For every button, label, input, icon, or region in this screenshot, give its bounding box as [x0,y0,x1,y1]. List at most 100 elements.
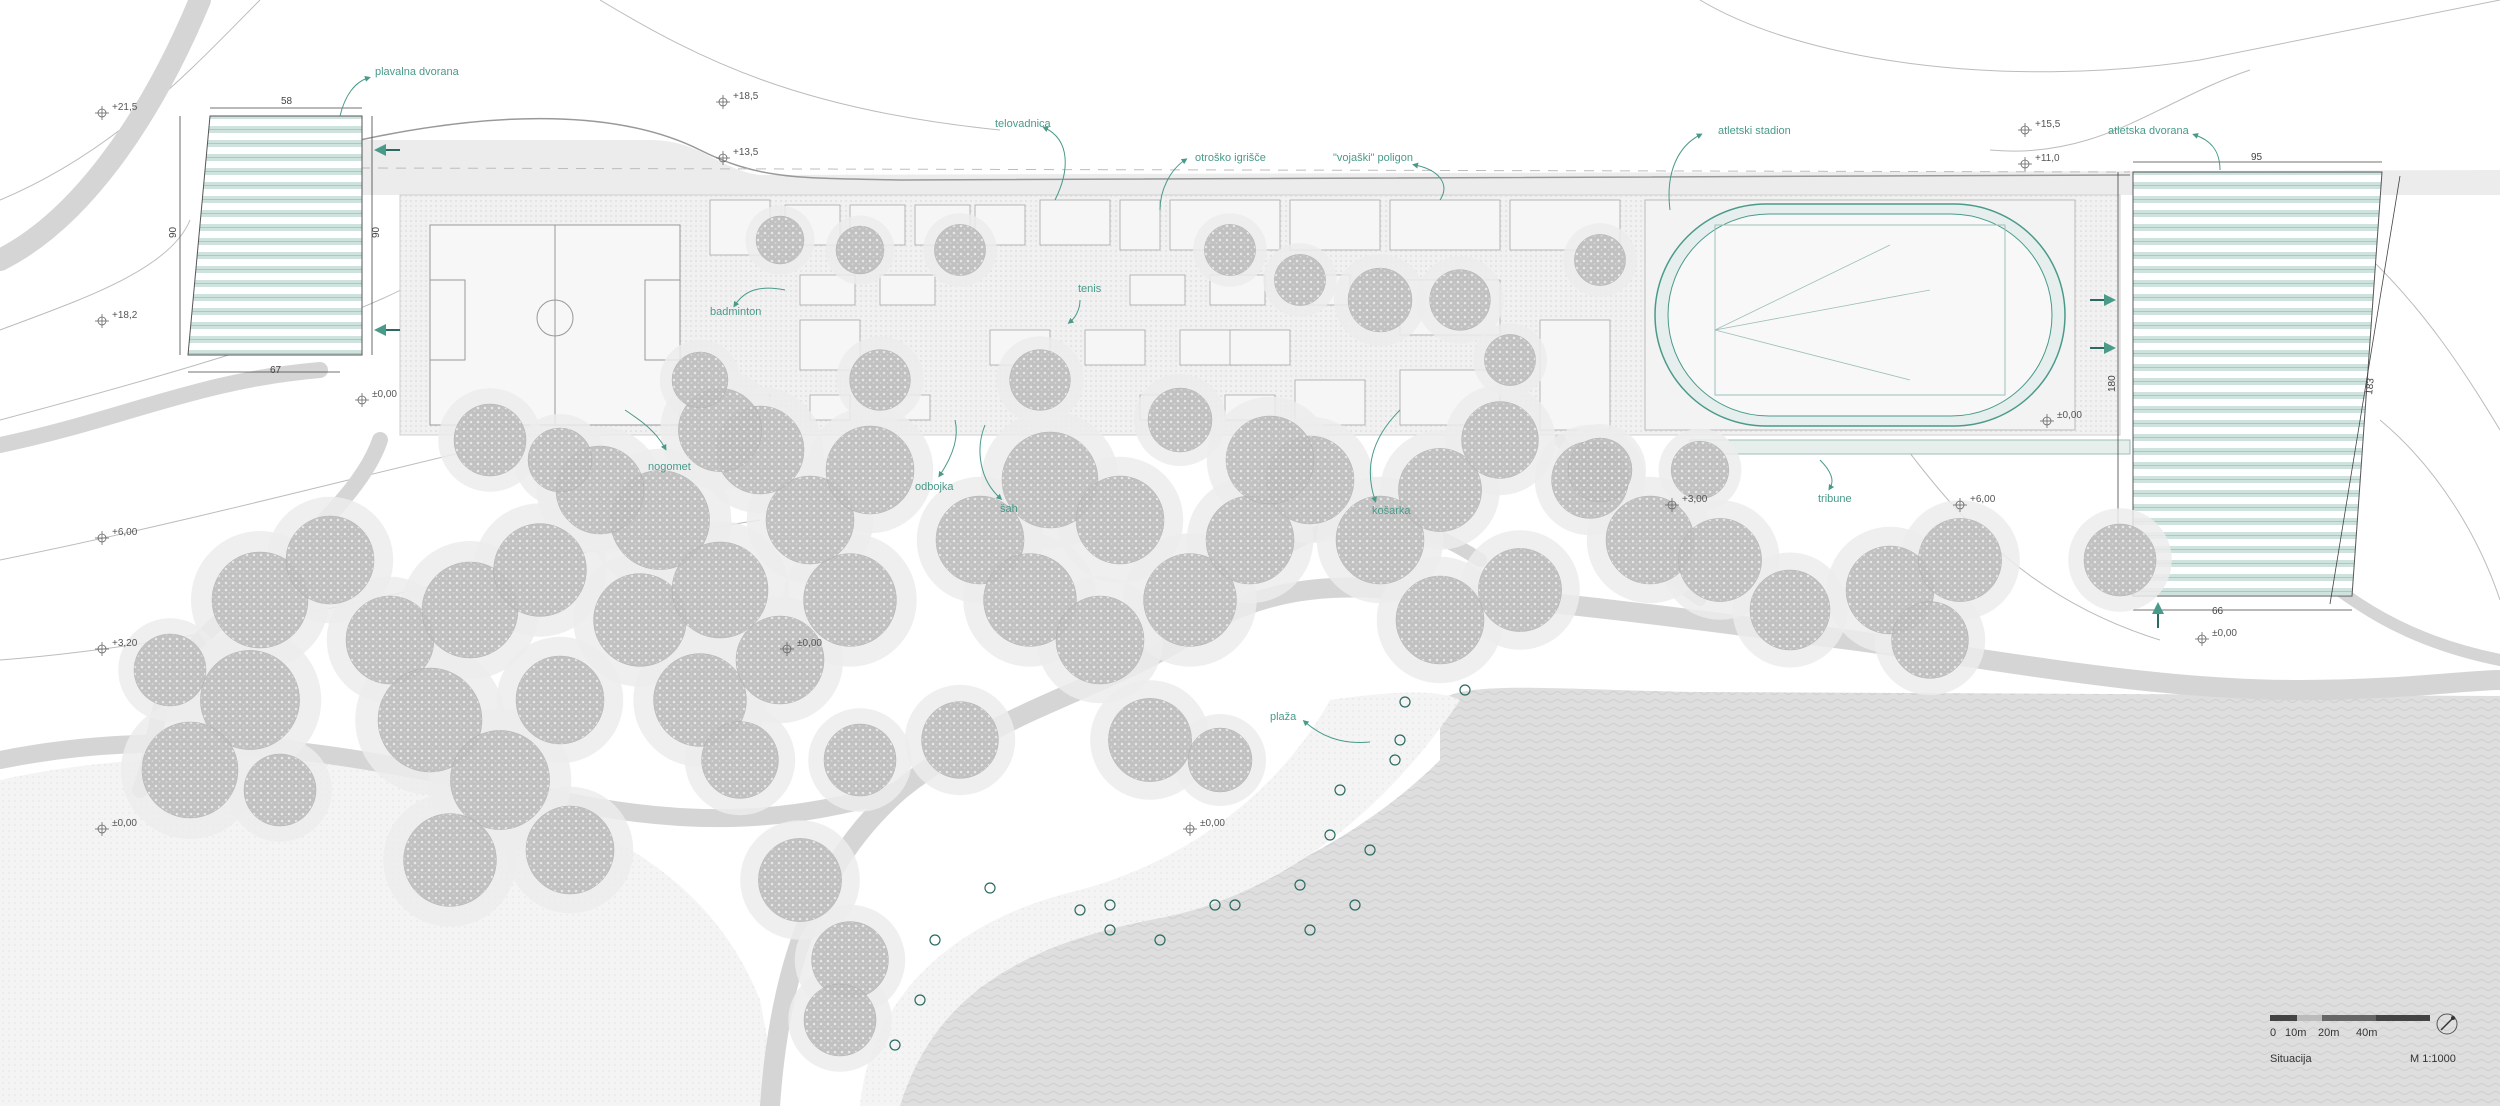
tree [765,475,855,565]
elevation-e1: +21,5 [112,102,138,113]
tree [1395,575,1485,665]
umbrella-icon [929,934,941,946]
elevation-marker-icon [95,531,109,545]
tree [1398,448,1482,532]
label-chess: šah [1000,503,1018,515]
tree [849,349,911,411]
elevation-e11: +15,5 [2035,119,2061,130]
umbrella-icon [1324,829,1336,841]
elevation-marker-icon [716,95,730,109]
tree [671,541,769,639]
elevation-marker-icon [716,151,730,165]
elevation-e12: +11,0 [2035,153,2060,164]
tree [1478,548,1562,632]
tree [1347,267,1413,333]
elevation-marker-icon [2195,632,2209,646]
tree [735,615,825,705]
elevation-marker-icon [95,314,109,328]
tree [934,224,986,276]
tree [1147,387,1213,453]
label-playground: otroško igrišče [1195,152,1266,164]
elevation-e6: +6,00 [112,527,138,538]
tree-canopy [118,205,2172,1072]
tree [2083,523,2157,597]
tree [1429,269,1491,331]
north-arrow-icon [2436,1013,2458,1035]
umbrella-icon [889,1039,901,1051]
tree [1225,415,1315,505]
tree [403,813,497,907]
tree [1567,437,1633,503]
tree [1187,727,1253,793]
legend: 0 10m 20m 40m Situacija M 1:1000 [2270,1013,2458,1065]
tree [701,721,779,799]
label-gym: telovadnica [995,118,1052,130]
tree [450,730,550,830]
elevation-marker-icon [355,393,369,407]
leader-lines [339,76,2221,744]
tree [835,225,885,275]
tree [285,515,375,605]
label-football: nogomet [648,461,691,473]
tree [525,805,615,895]
label-stands: tribune [1818,493,1852,505]
tree [515,655,605,745]
tree [1891,601,1969,679]
umbrella-icon [1294,879,1306,891]
umbrella-icon [1229,899,1241,911]
elevation-e15: +6,00 [1970,494,1996,505]
tree [1670,440,1730,500]
elevation-e16: ±0,00 [2212,628,2237,639]
tree [1335,495,1425,585]
umbrella-icon [1334,784,1346,796]
label-badminton: badminton [710,306,761,318]
umbrella-icon [1459,684,1471,696]
label-tennis: tenis [1078,283,1102,295]
tree [803,983,877,1057]
dimension-90b: 90 [371,226,382,238]
tree [1678,518,1762,602]
dimension-58: 58 [281,96,293,107]
elevation-e7: +3,20 [112,638,138,649]
elevation-e3: +13,5 [733,147,759,158]
sea [880,687,2500,1106]
tree [1204,224,1256,276]
elevation-marker-icon [1665,498,1679,512]
beach-sand [860,692,1460,1106]
tree [1108,698,1192,782]
scale-tick-20m: 20m [2318,1027,2339,1039]
elevation-marker-icon [2040,414,2054,428]
tree [243,753,317,827]
label-military-polygon: "vojaški" poligon [1333,152,1413,164]
dimension-67: 67 [270,365,282,376]
tree [921,701,999,779]
label-swimming-hall: plavalna dvorana [375,66,460,78]
tree [200,650,300,750]
elevation-marker-icon [95,822,109,836]
dimension-95: 95 [2251,152,2263,163]
tree [1143,553,1237,647]
umbrella-icon [1349,899,1361,911]
athletics-stadium [1644,199,2131,455]
tree [133,633,207,707]
dimension-66: 66 [2212,606,2224,617]
scale-bar: 0 10m 20m 40m [2270,1015,2430,1039]
elevation-marker-icon [1953,498,1967,512]
tree [803,553,897,647]
dimension-183: 183 [2364,377,2377,395]
label-stadium: atletski stadion [1718,125,1791,137]
umbrella-icon [1104,924,1116,936]
label-volleyball: odbojka [915,481,954,493]
tree [755,215,805,265]
tree [1009,349,1071,411]
tree [1574,234,1626,286]
tree [1075,475,1165,565]
umbrella-icon [1364,844,1376,856]
label-beach: plaža [1270,711,1297,723]
tree [377,667,483,773]
tree [141,721,239,819]
umbrella-icon [1074,904,1086,916]
tree [823,723,897,797]
tree [653,653,747,747]
beach-umbrellas [889,684,1471,1051]
